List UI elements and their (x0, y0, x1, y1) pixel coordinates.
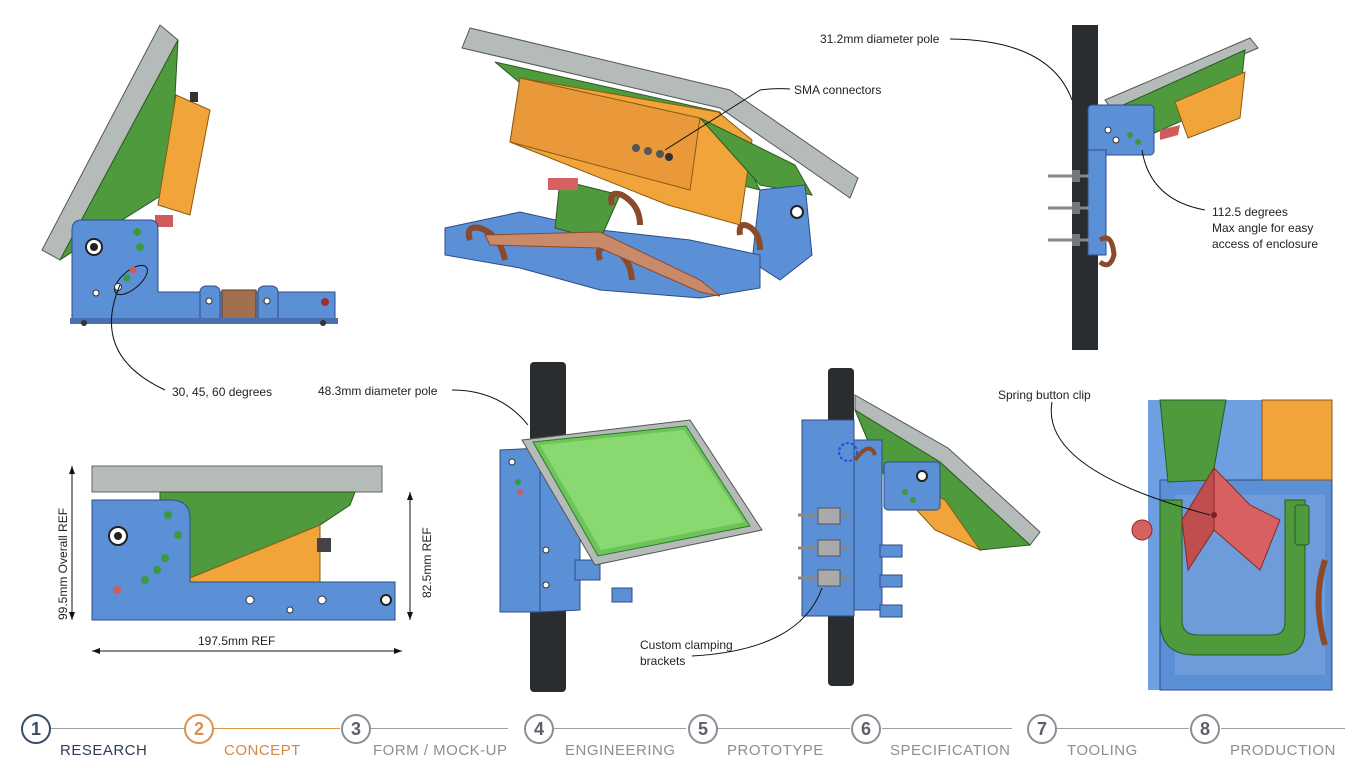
step-label: FORM / MOCK-UP (373, 742, 508, 759)
step-number: 5 (688, 714, 718, 744)
callout-max-angle-line3: access of enclosure (1212, 237, 1319, 251)
callout-clamping-brackets-line2: brackets (640, 654, 686, 668)
side-view-drawing (41, 24, 338, 391)
callout-spring-button-clip: Spring button clip (998, 388, 1091, 402)
spring-clip-detail-drawing (1050, 399, 1333, 691)
step-number: 1 (21, 714, 51, 744)
step-label: PROTOTYPE (727, 742, 824, 759)
callout-clamping-brackets-line1: Custom clamping (640, 638, 733, 652)
stepper-connector (1221, 728, 1345, 729)
dimension-width: 197.5mm REF (198, 634, 276, 648)
clamp-bracket-drawing (691, 368, 1041, 686)
stepper-connector-active (213, 728, 340, 729)
dimensioned-elevation-drawing (69, 465, 413, 654)
concept-drawings (41, 24, 1333, 692)
step-number: 6 (851, 714, 881, 744)
process-stepper: 1 RESEARCH 2 CONCEPT 3 FORM / MOCK-UP 4 … (0, 700, 1366, 768)
callout-angle-options: 30, 45, 60 degrees (172, 385, 273, 399)
stepper-connector (370, 728, 508, 729)
step-number: 7 (1027, 714, 1057, 744)
dimension-overall-height: 99.5mm Overall REF (56, 507, 70, 620)
callout-max-angle-value: 112.5 degrees (1212, 205, 1288, 219)
step-label: CONCEPT (224, 742, 301, 759)
stepper-connector (1057, 728, 1189, 729)
dimension-inner-height: 82.5mm REF (420, 527, 434, 598)
step-number: 2 (184, 714, 214, 744)
stepper-connector (554, 728, 686, 729)
step-label: ENGINEERING (565, 742, 676, 759)
step-number: 4 (524, 714, 554, 744)
small-pole-drawing (949, 25, 1259, 350)
callout-max-angle-line2: Max angle for easy (1212, 221, 1314, 235)
callout-sma-connectors: SMA connectors (794, 83, 882, 97)
stepper-connector (718, 728, 850, 729)
step-label: RESEARCH (60, 742, 148, 759)
callout-small-pole-diameter: 31.2mm diameter pole (820, 32, 940, 46)
stepper-connector (882, 728, 1012, 729)
callout-large-pole-diameter: 48.3mm diameter pole (318, 384, 438, 398)
step-number: 8 (1190, 714, 1220, 744)
isometric-assembly-drawing (444, 27, 859, 299)
step-label: PRODUCTION (1230, 742, 1336, 759)
step-label: TOOLING (1067, 742, 1138, 759)
step-label: SPECIFICATION (890, 742, 1011, 759)
large-pole-drawing (451, 362, 763, 692)
step-number: 3 (341, 714, 371, 744)
